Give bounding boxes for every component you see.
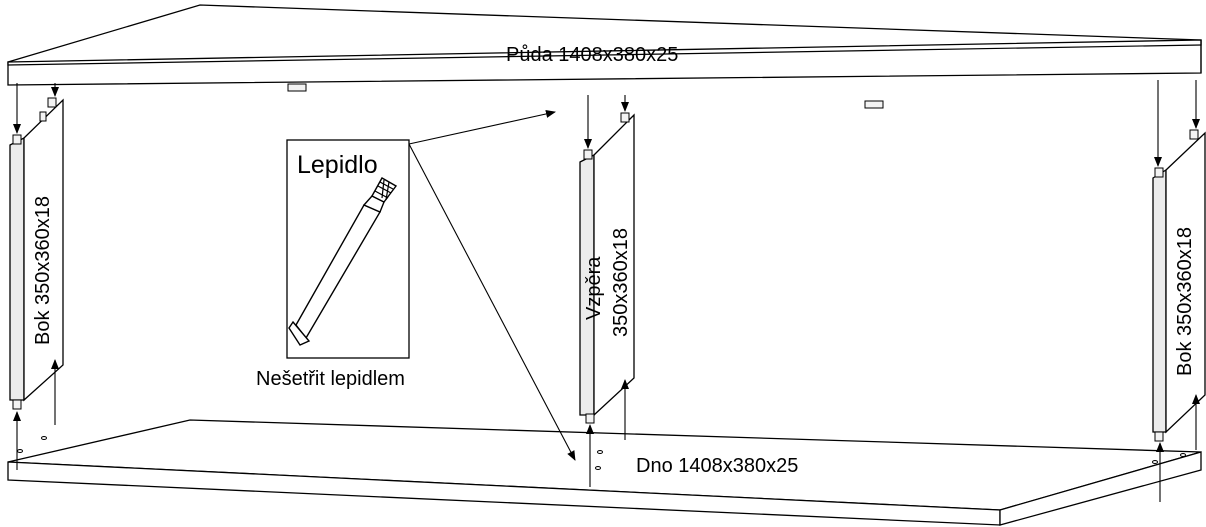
strut-label-line1: Vzpěra	[583, 256, 605, 320]
glue-tube-icon	[288, 177, 398, 346]
top-fitting-right	[864, 100, 884, 109]
right-side-panel: Bok 350x360x18	[1152, 129, 1206, 442]
right-side-edge	[1152, 168, 1167, 433]
left-side-face	[23, 98, 64, 402]
left-side-panel: Bok 350x360x18	[9, 97, 64, 410]
bottom-board-label: Dno 1408x380x25	[636, 455, 798, 477]
glue-callout: Lepidlo Nešetřit lepidlem	[256, 110, 576, 461]
top-board: Půda 1408x380x25	[7, 4, 1202, 109]
top-fitting-left	[287, 83, 307, 92]
bottom-board-side-edge	[999, 451, 1202, 526]
strut-face	[593, 113, 635, 417]
right-side-face	[1165, 131, 1206, 434]
strut-label-line2: 350x360x18	[610, 228, 632, 337]
left-side-label: Bok 350x360x18	[32, 196, 54, 345]
left-side-edge	[9, 136, 25, 401]
top-board-label: Půda 1408x380x25	[506, 44, 678, 66]
assembly-arrows	[13, 80, 1200, 502]
glue-caption: Nešetřit lepidlem	[256, 368, 405, 390]
glue-title: Lepidlo	[297, 151, 378, 179]
bottom-board: Dno 1408x380x25	[7, 419, 1202, 526]
right-side-label: Bok 350x360x18	[1174, 227, 1196, 376]
middle-strut: Vzpěra 350x360x18	[579, 112, 635, 424]
